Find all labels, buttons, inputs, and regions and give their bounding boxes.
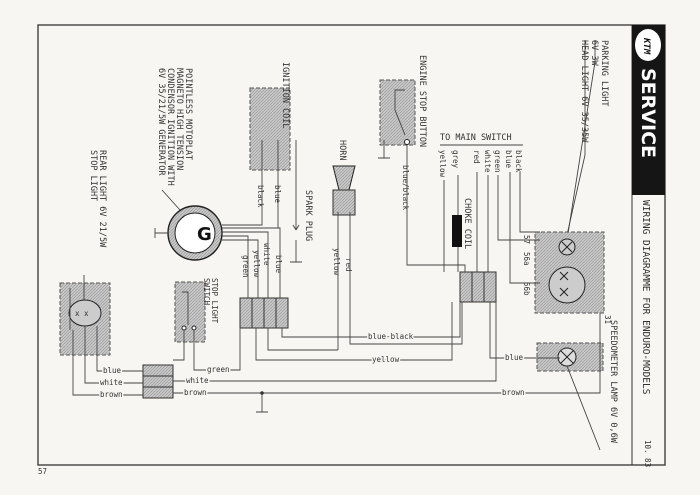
wire-label-white-gen: white [262,243,271,266]
middle-connector [239,297,289,329]
to-main-switch-label: TO MAIN SWITCH [440,133,512,143]
wire-label-green: green [207,365,230,374]
svg-text:grey: grey [451,150,460,169]
svg-text:white: white [483,150,492,173]
choke-coil: CHOKE COIL [452,198,472,272]
engine-stop-button[interactable]: ENGINE STOP BUTTON [378,55,427,159]
rear-light: x x REAR LIGHT 6V 21/5W STOP LIGHT [59,150,143,396]
svg-text:SWITCH: SWITCH [202,278,211,306]
svg-text:REAR LIGHT 6V 21/5W: REAR LIGHT 6V 21/5W [97,150,107,248]
wire-label-blue-black: blue-black [368,332,414,341]
wire-label-brown: brown [184,388,207,397]
svg-text:G: G [197,224,212,245]
ktm-logo [635,29,661,61]
svg-text:blue: blue [504,150,513,169]
svg-text:6V 35/21/5W GENERATOR: 6V 35/21/5W GENERATOR [156,68,166,176]
left-connector [142,364,174,399]
wire-label-red-horn: red [344,258,353,272]
wire-label-blue-black-vertical: blue/black [401,165,410,211]
svg-text:HORN: HORN [337,140,347,160]
diagram-title: WIRING DIAGRAMME FOR ENDURO-MODELS [640,200,651,395]
svg-text:STOP LIGHT: STOP LIGHT [88,150,98,201]
horn: HORN yellow red [332,140,463,350]
svg-text:green: green [493,150,502,173]
wire-label-speedo-blue: blue [505,353,524,362]
wire-label-black: black [256,185,265,208]
page-number: 57 [38,467,47,476]
ktm-service-banner: KTM SERVICE [632,25,665,195]
service-label: SERVICE [637,68,659,158]
spark-plug-label: SPARK PLUG [303,190,313,241]
wire-label-yellow: yellow [372,355,400,364]
wire-label-yellow-gen: yellow [252,250,261,278]
wire-label-rear-white: white [100,378,123,387]
terminal-31: 31 [603,315,612,324]
wire-label-green-gen: green [241,255,250,278]
svg-text:POINTLESS MOTOPLAT: POINTLESS MOTOPLAT [183,68,193,160]
svg-text:CHOKE COIL: CHOKE COIL [462,198,472,249]
wire-label-blue: blue [273,185,282,204]
wire-label-white: white [186,376,209,385]
parking-light-label: PARKING LIGHT [599,40,609,107]
ignition-coil: IGNITION COIL [249,62,297,230]
head-light-label: HEAD LIGHT 6V 35/35W [579,40,589,143]
svg-text:KTM: KTM [641,37,651,55]
svg-text:MAGNETO HIGH TENSION: MAGNETO HIGH TENSION [174,68,184,170]
wire-label-rear-brown: brown [100,390,123,399]
head-lamp-bulb [548,266,586,304]
generator: POINTLESS MOTOPLAT MAGNETO HIGH TENSION … [154,68,283,298]
wire-label-rear-blue: blue [103,366,122,375]
wire-label-yellow-horn: yellow [332,248,341,276]
svg-text:yellow: yellow [438,150,447,178]
svg-text:STOP LIGHT: STOP LIGHT [210,278,219,324]
right-connector [459,271,497,303]
speedometer-lamp-label: SPEEDOMETER LAMP 6V 0,6W [608,320,618,444]
svg-text:red: red [472,150,481,164]
terminal-56a: 56a [522,252,531,266]
terminal-56b: 56b [522,282,531,296]
wire-label-blue-gen: blue [274,255,283,274]
wire-label-brown-right: brown [502,388,525,397]
date-label: 10. 83 [643,440,652,467]
svg-text:IGNITION COIL: IGNITION COIL [280,62,290,129]
terminal-57: 57 [522,235,531,244]
svg-text:ENGINE STOP BUTTON: ENGINE STOP BUTTON [417,55,427,147]
head-light: 57 56a 56b 31 [522,231,612,324]
speedometer-lamp: SPEEDOMETER LAMP 6V 0,6W [536,320,618,451]
page-frame [37,24,666,466]
main-switch-wires: yellow grey red white green blue black [438,150,540,284]
svg-text:CONDENSOR IGNITION WITH: CONDENSOR IGNITION WITH [165,68,175,186]
svg-text:black: black [514,150,523,173]
stop-light-switch[interactable]: STOP LIGHT SWITCH [173,278,241,371]
svg-text:x x: x x [75,309,89,318]
parking-light-spec: 6V 3W [589,40,599,66]
